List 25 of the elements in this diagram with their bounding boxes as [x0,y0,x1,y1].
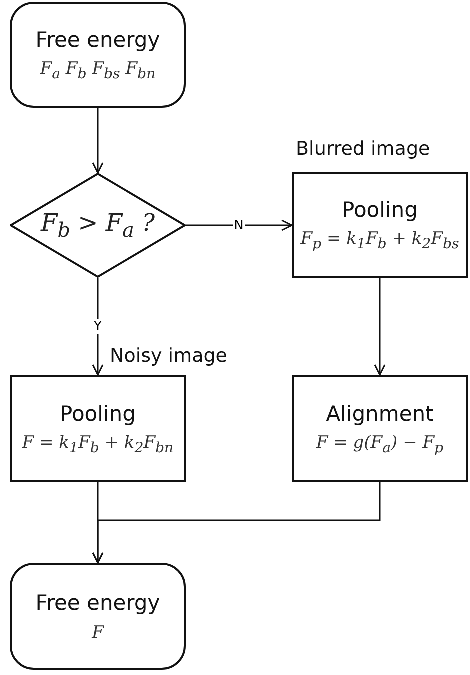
formula-text: F$_{b}$ > F$_{a}$ ? [41,209,155,242]
formula-text: F$_{p}$ = k$_{1}$F$_{b}$ + k$_{2}$F$_{bs}$ [300,229,460,253]
node-caption: Noisy image [110,345,228,367]
node-title: Free energy [36,590,160,617]
node-title: Free energy [36,27,160,54]
node-title: Pooling [342,197,418,224]
process-box [292,172,468,278]
process-box [10,375,186,482]
formula-text: F = k$_{1}$F$_{b}$ + k$_{2}$F$_{bn}$ [22,432,174,456]
arrow [374,278,386,376]
formula-text: F [92,622,104,643]
node-title: Alignment [326,400,434,427]
terminal-box [10,2,186,108]
arrow [186,220,293,232]
node-title: Pooling [60,400,136,427]
decision-diamond [10,173,186,278]
formula-text: F$_{a}$ F$_{b}$ F$_{bs}$ F$_{bn}$ [40,59,156,83]
edge-label: Y [93,319,103,334]
formula-text: F = g(F$_{a}$) − F$_{p}$ [316,432,444,456]
arrow [92,278,104,376]
node-caption: Blurred image [296,138,430,160]
process-box [292,375,468,482]
arrow [92,108,104,174]
arrow [92,482,381,564]
terminal-box [10,563,186,670]
